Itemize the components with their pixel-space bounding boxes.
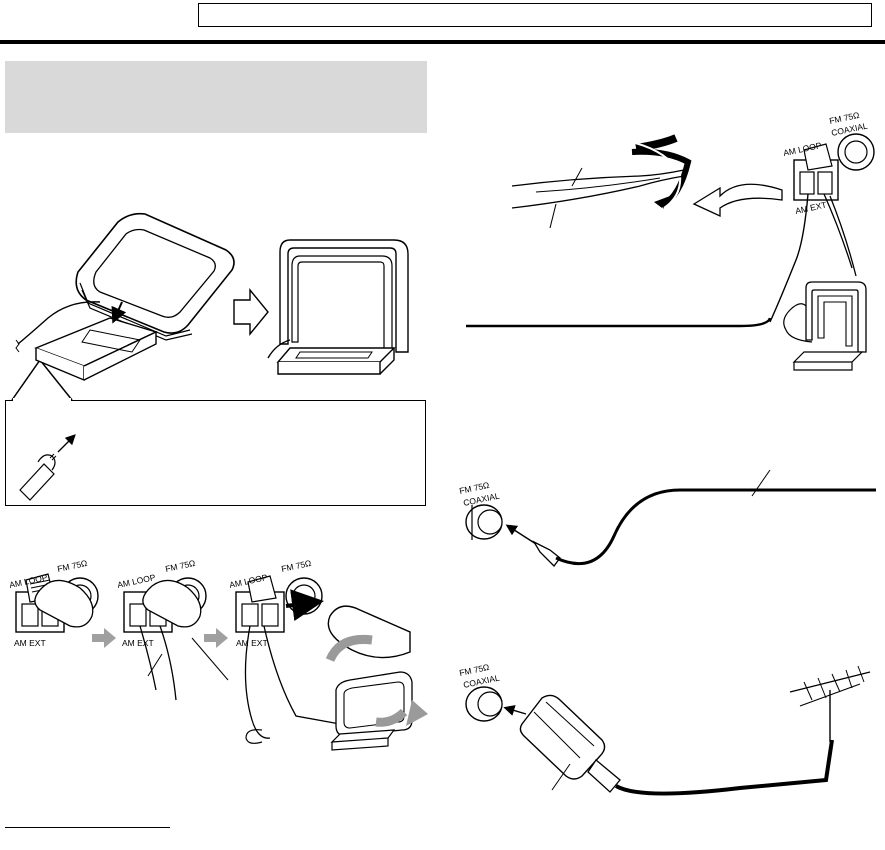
- callout-pointer-mask: [13, 398, 71, 402]
- wire-twist-detail-icon: [20, 436, 74, 500]
- terminal-step-3-icon: [236, 576, 340, 743]
- leader-line-2: [192, 638, 228, 680]
- step-arrow-1: [92, 628, 116, 648]
- step-arrow-2: [204, 628, 228, 648]
- am-ext-label-3: AM EXT: [236, 638, 268, 648]
- fm-label-3: FM 75Ω: [280, 558, 312, 574]
- assembled-loop-antenna-icon: [268, 240, 408, 374]
- fm-outdoor-antenna-icon: [466, 666, 870, 794]
- rear-terminal-wires-icon: [512, 138, 688, 228]
- fm-label-2: FM 75Ω: [164, 558, 196, 574]
- am-ext-label-2: AM EXT: [122, 638, 154, 648]
- fm-label-1: FM 75Ω: [56, 558, 88, 574]
- direction-arrow-icon: [694, 184, 782, 216]
- next-step-arrow-icon: [234, 290, 268, 334]
- outdoor-am-wire: [466, 318, 770, 326]
- am-ext-label-1: AM EXT: [14, 638, 46, 648]
- right-loop-antenna-icon: [784, 282, 866, 370]
- am-ext-label-4: AM EXT: [794, 200, 827, 216]
- loop-antenna-assembly-icon: [16, 214, 234, 380]
- fm-wire-antenna-icon: [466, 470, 876, 566]
